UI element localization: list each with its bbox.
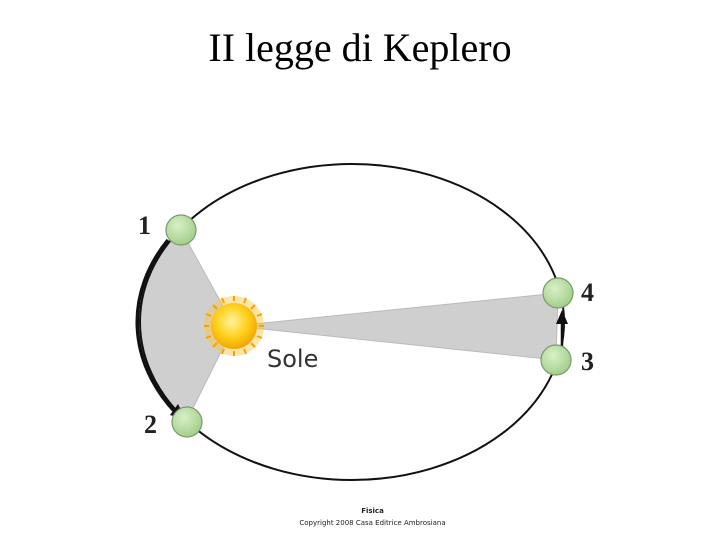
position-label-4: 4 [581, 278, 594, 307]
footer-copyright: Copyright 2008 Casa Editrice Ambrosiana [0, 519, 720, 527]
planet-icon-2 [172, 407, 202, 437]
position-label-1: 1 [138, 211, 151, 240]
planet-icon-3 [541, 345, 571, 375]
position-label-2: 2 [144, 410, 157, 439]
sun-label: Sole [267, 345, 318, 373]
planet-icon-4 [543, 278, 573, 308]
position-label-3: 3 [581, 347, 594, 376]
footer-book-title: Fisica [0, 507, 720, 515]
planet-icon-1 [166, 215, 196, 245]
sun-icon [204, 296, 264, 356]
